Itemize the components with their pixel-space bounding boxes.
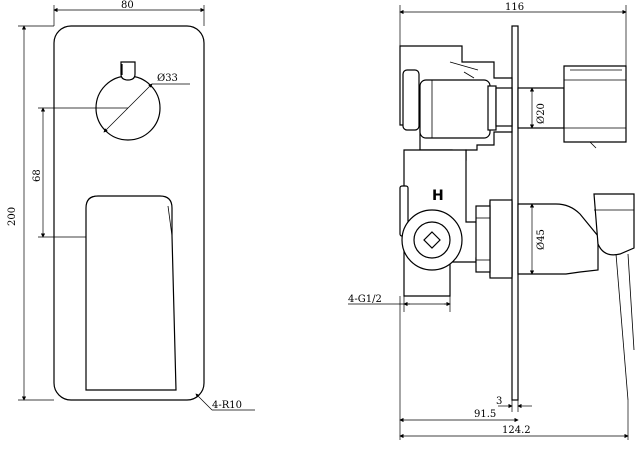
- wall-plate: [511, 25, 519, 401]
- width-dimension: 80: [121, 0, 134, 11]
- offset-dimension: 91.5: [474, 409, 496, 420]
- side-view: H 116 Ø20 Ø45: [348, 2, 635, 440]
- lever-handle-side: [593, 193, 635, 256]
- depth-dimension: 116: [505, 2, 524, 13]
- lever-side: [517, 203, 599, 275]
- spacing-dimension: 68: [32, 169, 43, 182]
- knob-tab: [120, 61, 136, 81]
- front-view: 80 200 68 Ø33 4-R10: [7, 0, 255, 411]
- knob-diameter-label: Ø33: [157, 73, 178, 84]
- total-length-dimension: 124.2: [502, 425, 531, 436]
- spindle-diameter-label: Ø20: [536, 103, 547, 124]
- knob-side: [563, 65, 627, 143]
- height-dimension: 200: [7, 207, 18, 226]
- corner-radius-label: 4-R10: [212, 400, 242, 411]
- hot-indicator: H: [432, 188, 444, 204]
- body-diameter-label: Ø45: [536, 229, 547, 250]
- thread-label: 4-G1/2: [348, 294, 382, 305]
- plate-thickness-label: 3: [496, 396, 502, 407]
- lever-handle: [85, 195, 177, 391]
